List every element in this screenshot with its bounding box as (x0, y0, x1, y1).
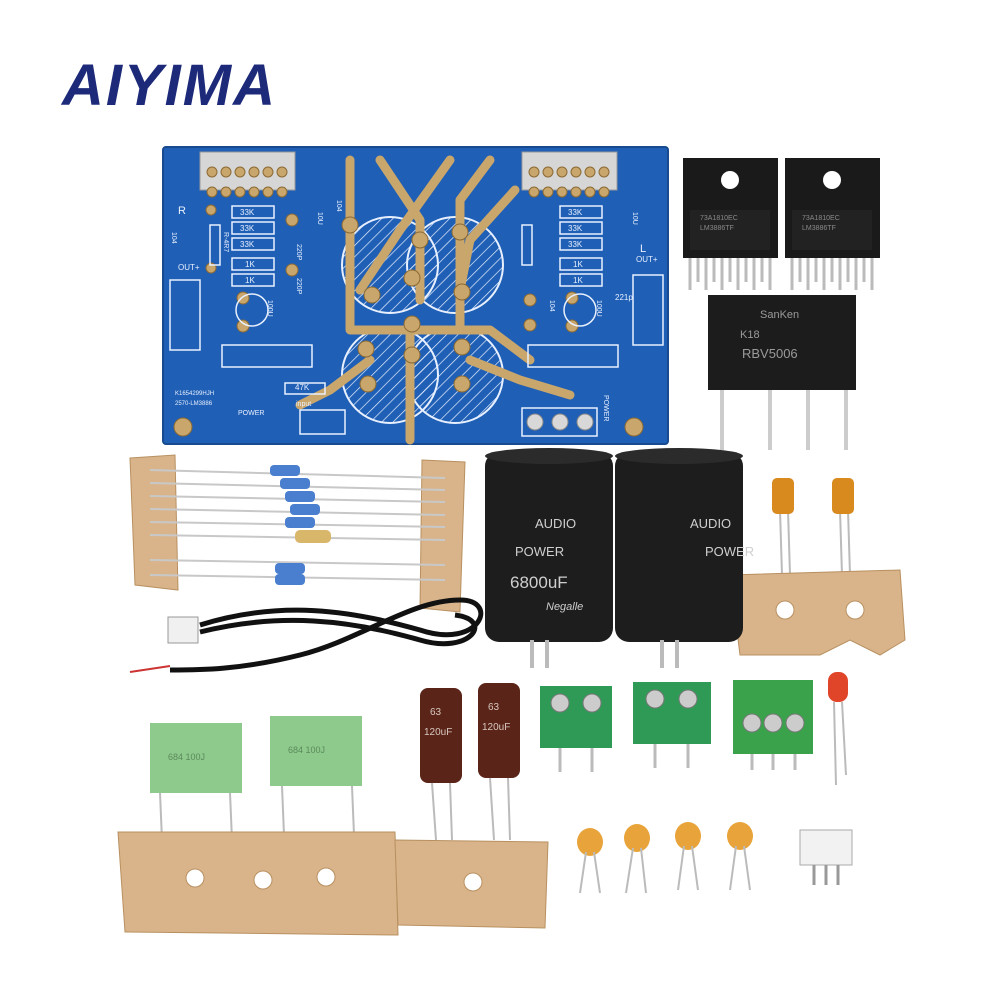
label-res-1k-r1: 1K (573, 260, 583, 269)
label-c104-3: 104 (548, 300, 555, 312)
label-c100u-l: 100U (266, 300, 273, 317)
label-r47k: 47K (295, 383, 310, 392)
cap1-brand: Negalle (546, 601, 583, 613)
label-input: input (296, 401, 311, 408)
pcb-traces (295, 155, 575, 445)
brand-logo: AIYIMA (62, 53, 277, 118)
label-channel-r: R (178, 205, 186, 217)
label-c220p-1: 220P (295, 244, 302, 261)
label-c104-1: 104 (170, 232, 177, 244)
label-out-plus-l: OUT+ (178, 263, 200, 272)
ic1-marking: LM3886TF (700, 225, 734, 232)
bridge-brand: SanKen (760, 309, 799, 321)
label-out-plus-r: OUT+ (636, 255, 658, 264)
pin-header-connector (799, 829, 853, 885)
label-c221p: 221p (615, 293, 633, 302)
cap2-power: POWER (705, 544, 754, 559)
cap1-series: AUDIO (535, 516, 576, 531)
bridge-rectifier: SanKen K18 RBV5006 (708, 295, 856, 450)
label-c10u: 10U (316, 212, 323, 225)
label-res-33k-1: 33K (240, 208, 255, 217)
elec-cap-1-value: 120uF (424, 727, 452, 738)
label-res-33k-r3: 33K (568, 240, 583, 249)
power-cable (129, 597, 484, 673)
ceramic-capacitors (577, 822, 753, 894)
label-power-right: POWER (602, 395, 609, 421)
label-channel-l: L (640, 243, 646, 255)
label-r4r7: R-4R7 (222, 232, 229, 252)
film-cap-1-value: 684 100J (168, 752, 205, 762)
label-res-1k-2: 1K (245, 276, 255, 285)
red-led (828, 672, 848, 786)
bridge-code: K18 (740, 329, 760, 341)
label-res-33k-2: 33K (240, 224, 255, 233)
elec-cap-2-voltage: 63 (488, 702, 500, 713)
label-board-id: K1654299HJH (175, 391, 214, 397)
elec-cap-1-voltage: 63 (430, 707, 442, 718)
electrolytic-capacitors: 63 120uF 63 120uF (420, 683, 520, 841)
label-c104-2: 104 (335, 200, 342, 212)
label-power-left: POWER (238, 410, 264, 417)
ic-chip-2 (785, 158, 880, 290)
cap1-power: POWER (515, 544, 564, 559)
cap2-series: AUDIO (690, 516, 731, 531)
label-res-33k-3: 33K (240, 240, 255, 249)
label-res-1k-1: 1K (245, 260, 255, 269)
label-board-model: 2570-LM3886 (175, 401, 213, 407)
ic1-date: 73A1810EC (700, 215, 738, 222)
ic-chip-1 (683, 158, 778, 290)
bridge-model: RBV5006 (742, 346, 798, 361)
label-res-1k-r2: 1K (573, 276, 583, 285)
ic-chips: 73A1810EC LM3886TF 73A1810EC LM3886TF (683, 158, 880, 290)
pcb-board: 33K 33K 33K 1K 1K 33K 33K 33K 1K 1K 47K … (162, 146, 669, 445)
label-c10u-r: 10U (631, 212, 638, 225)
terminal-blocks (540, 680, 813, 772)
resistor-bundle (129, 454, 466, 613)
ic2-marking: LM3886TF (802, 225, 836, 232)
small-orange-caps (772, 478, 854, 576)
label-res-33k-r2: 33K (568, 224, 583, 233)
cap1-value: 6800uF (510, 573, 568, 592)
large-capacitors: AUDIO POWER 6800uF Negalle AUDIO POWER (485, 448, 754, 668)
film-capacitors: 684 100J 684 100J (150, 716, 362, 841)
ic2-date: 73A1810EC (802, 215, 840, 222)
elec-cap-2-value: 120uF (482, 722, 510, 733)
label-c100u-r: 100U (595, 300, 602, 317)
label-c220p-2: 220P (295, 278, 302, 295)
film-cap-2-value: 684 100J (288, 745, 325, 755)
label-res-33k-r1: 33K (568, 208, 583, 217)
cardboard-holder-right (729, 569, 906, 656)
